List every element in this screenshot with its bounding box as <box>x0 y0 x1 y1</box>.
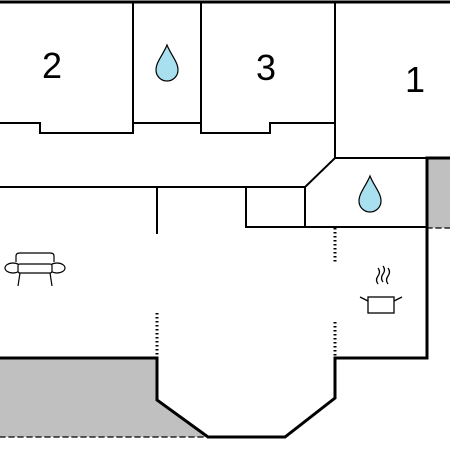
cooking-pot-icon <box>359 265 403 314</box>
closet-wall <box>245 186 306 228</box>
room-number-2: 2 <box>42 45 62 86</box>
room-number-1: 1 <box>405 59 425 100</box>
water-drop-icon <box>358 174 382 213</box>
right-exterior-wall <box>0 156 450 439</box>
terrace-area-left <box>0 358 208 437</box>
room-number-3: 3 <box>256 47 276 88</box>
water-drop-icon <box>155 43 179 82</box>
bathroom2-wall <box>304 156 428 228</box>
terrace-area-right <box>427 157 450 228</box>
sofa-icon <box>4 252 66 287</box>
wall-upper-rooms-bottom <box>0 122 336 134</box>
